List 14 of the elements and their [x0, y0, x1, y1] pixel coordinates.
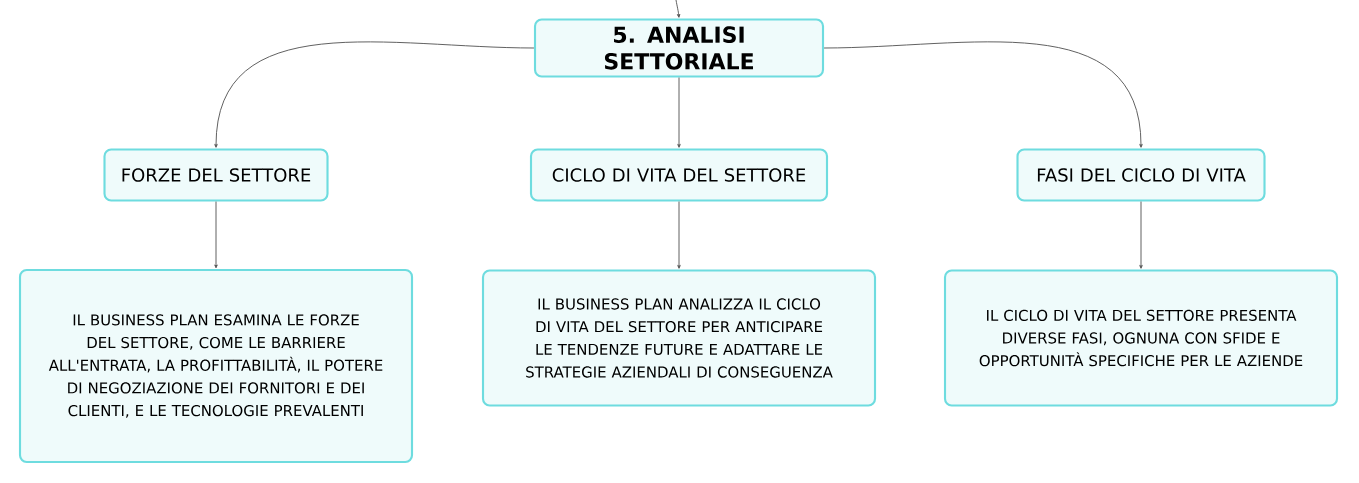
- description-box: IL BUSINESS PLAN ESAMINA LE FORZE DEL SETTORE, COME LE BARRIERE ALL'ENTRATA, LA PROFITTABILITÀ, IL POTERE DI NEGOZIAZIONE DEI FORNITORI E DEI CLIENTI, E LE TECNOLOGIE PREVALENTI: [18, 268, 414, 464]
- arrow: [214, 201, 218, 269]
- title-box: 5. ANALISI SETTORIALE: [533, 18, 825, 78]
- arrow: [1139, 201, 1143, 269]
- arrow: [677, 201, 681, 269]
- arrow: [823, 41, 1143, 148]
- description-box: IL CICLO DI VITA DEL SETTORE PRESENTA DIVERSE FASI, OGNUNA CON SFIDE E OPPORTUNITÀ SPECIFICHE PER LE AZIENDE: [943, 269, 1339, 407]
- topic-box: FASI DEL CICLO DI VITA: [1016, 148, 1266, 202]
- description-box: IL BUSINESS PLAN ANALIZZA IL CICLO DI VITA DEL SETTORE PER ANTICIPARE LE TENDENZE FUTURE E ADATTARE LE STRATEGIE AZIENDALI DI CONSEGUENZA: [481, 269, 877, 407]
- topic-box: FORZE DEL SETTORE: [103, 148, 329, 202]
- topic-box: CICLO DI VITA DEL SETTORE: [529, 148, 829, 202]
- arrow: [677, 77, 681, 148]
- arrow: [675, 0, 681, 18]
- arrow: [214, 41, 535, 148]
